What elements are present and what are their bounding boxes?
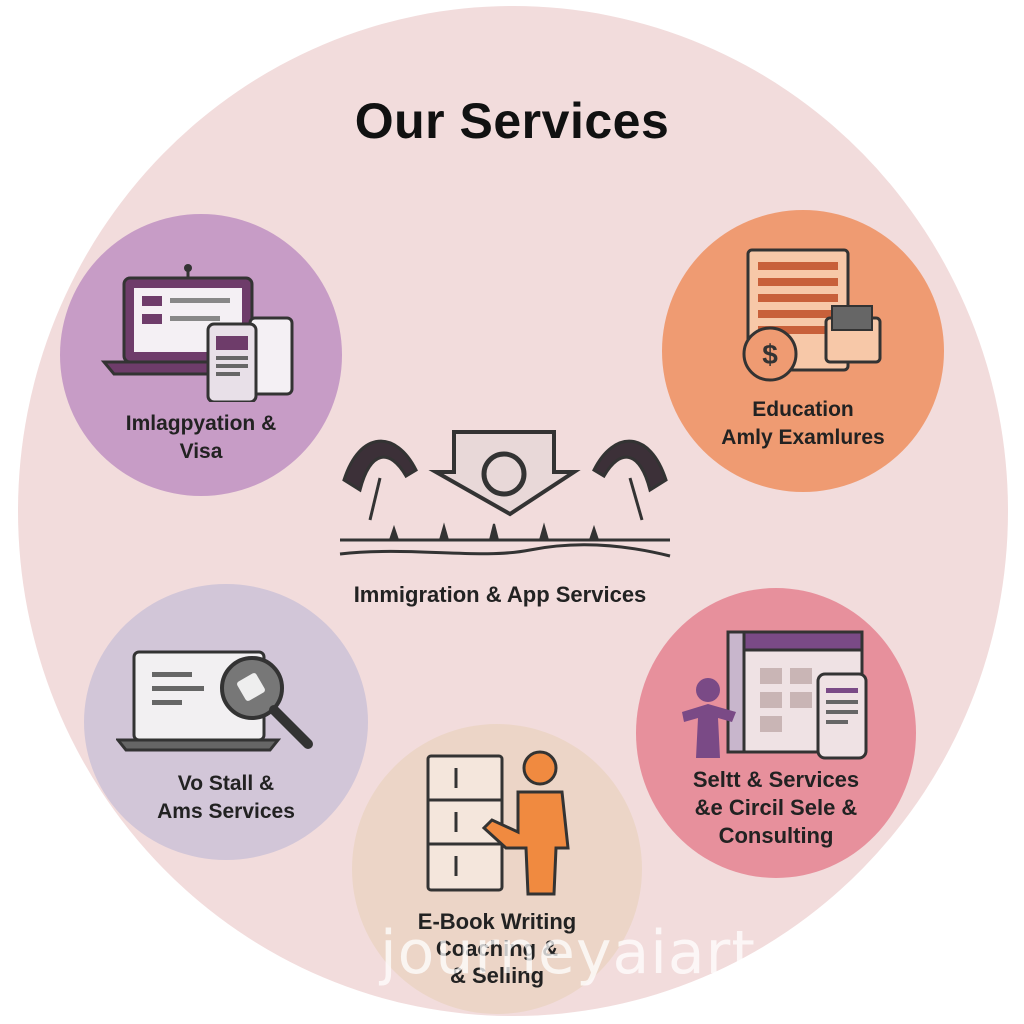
service-ebook[interactable]: E-Book Writing Coaching & & Selling <box>352 724 642 1014</box>
service-education[interactable]: $ Education Amly Examlures <box>662 210 944 492</box>
browser-person-phone-icon <box>682 630 868 760</box>
arrows-network-icon <box>339 430 671 558</box>
page-title: Our Services <box>354 93 670 149</box>
laptop-magnifier-icon <box>116 650 313 752</box>
document-money-icon: $ <box>742 248 882 382</box>
service-label: E-Book Writing Coaching & & Selling <box>417 909 577 988</box>
service-consulting[interactable]: Seltt & Services &e Circil Sele & Consul… <box>636 588 916 878</box>
service-label: Vo Stall & Ams Services <box>157 772 295 823</box>
service-immigration-visa[interactable]: Imlagpyation & Visa <box>60 214 342 496</box>
service-label: Seltt & Services &e Circil Sele & Consul… <box>692 767 860 848</box>
cabinet-person-icon <box>426 750 570 896</box>
center-label: Immigration & App Services <box>353 582 647 607</box>
service-label: Imlagpyation & Visa <box>125 412 277 463</box>
watermark: journeyaiart <box>380 918 756 988</box>
laptop-phone-icon <box>100 264 294 402</box>
svg-text:$: $ <box>762 339 778 370</box>
service-stall-services[interactable]: Vo Stall & Ams Services <box>84 584 368 860</box>
service-label: Education Amly Examlures <box>721 398 885 449</box>
